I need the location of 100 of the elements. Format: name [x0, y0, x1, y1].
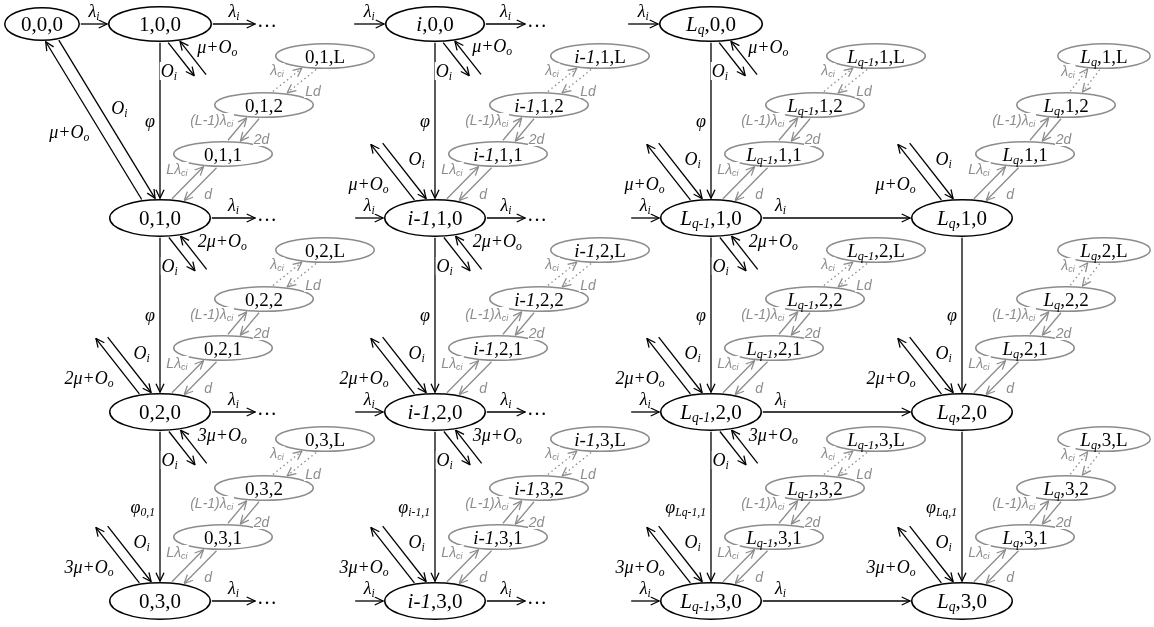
transition-arrow: [734, 550, 769, 585]
transition-arrow: [458, 361, 493, 396]
rate-label: d: [203, 186, 214, 201]
rate-label: 2d: [527, 132, 546, 147]
rate-label: O$_{i}$: [710, 61, 730, 80]
rate-label: (L-1)λ$_{ci}$: [740, 112, 786, 127]
rate-label: 2d: [1054, 132, 1073, 147]
rate-label: λ$_{ci}$: [820, 445, 836, 460]
rate-label: μ+O$_{o}$: [196, 37, 239, 56]
transition-arrow: [443, 236, 471, 272]
transition-arrow: [1041, 312, 1062, 336]
transition-arrow: [547, 261, 578, 287]
state-label: 0,1,1: [204, 144, 242, 164]
transition-arrow: [514, 312, 535, 336]
rate-label: (L-1)λ$_{ci}$: [189, 495, 235, 510]
rate-label: Ld: [855, 467, 873, 482]
transition-arrow: [985, 167, 1020, 202]
rate-label: μ+O$_{o}$: [747, 37, 790, 56]
rate-label: λ$_{ci}$: [544, 445, 560, 460]
state-ellipse: [660, 582, 762, 620]
transition-arrow: [722, 549, 756, 583]
rate-label: λ$_{i}$: [227, 579, 240, 597]
transition-arrow: [458, 167, 493, 202]
rate-label: O$_{i}$: [132, 533, 151, 552]
rate-label: (L-1)λ$_{ci}$: [464, 112, 510, 127]
rate-label: 2d: [803, 132, 822, 147]
rate-label: Ld: [855, 278, 873, 293]
transition-arrow: [646, 143, 691, 201]
state-label: i-1,1,1: [473, 144, 523, 164]
transition-arrow: [502, 117, 523, 141]
state-label: 0,1,0: [139, 207, 181, 229]
rate-label: (L-1)λ$_{ci}$: [991, 306, 1037, 321]
rate-label: O$_{i}$: [159, 61, 179, 80]
rate-label: O$_{i}$: [711, 256, 730, 275]
rate-label: O$_{i}$: [934, 533, 953, 552]
rate-label: λ$_{i}$: [227, 196, 240, 214]
transition-arrow: [107, 525, 152, 583]
transition-arrow: [430, 237, 440, 393]
transition-arrow: [1069, 262, 1089, 286]
transition-arrow: [370, 143, 415, 201]
transition-arrow: [897, 337, 942, 395]
rate-label: Ld: [304, 467, 322, 482]
transition-arrow: [731, 429, 759, 464]
rate-label: d: [478, 186, 489, 201]
rate-label: d: [754, 186, 765, 201]
transition-arrow: [630, 596, 660, 606]
transition-arrow: [353, 19, 385, 29]
transition-arrow: [1069, 68, 1089, 92]
rate-label: O$_{i}$: [160, 450, 179, 469]
transition-arrow: [286, 68, 317, 94]
transition-arrow: [155, 42, 165, 199]
rate-label: λ$_{i}$: [499, 196, 513, 214]
ellipsis: …: [527, 10, 547, 30]
rate-label: Lλ$_{ci}$: [716, 545, 740, 560]
rate-label: λ$_{i}$: [362, 390, 376, 408]
rate-label: 3μ+O$_{o}$: [63, 557, 115, 576]
transition-arrow: [646, 526, 691, 584]
transition-arrow: [1029, 311, 1050, 335]
rate-label: (L-1)λ$_{ci}$: [189, 112, 235, 127]
transition-arrow: [957, 237, 967, 393]
transition-arrow: [909, 525, 954, 583]
transition-arrow: [227, 500, 248, 524]
transition-arrow: [446, 360, 480, 394]
rate-label: 2d: [252, 132, 271, 147]
transition-arrow: [561, 68, 592, 94]
rate-label: 3μ+O$_{o}$: [338, 557, 390, 576]
rate-label: λ$_{ci}$: [820, 62, 836, 77]
transition-arrow: [286, 262, 317, 288]
transition-arrow: [171, 549, 205, 583]
transition-arrow: [45, 41, 143, 201]
rate-label: λ$_{ci}$: [820, 256, 836, 271]
transition-arrow: [706, 237, 716, 393]
state-label: i-1,3,2: [514, 478, 564, 498]
rate-label: λ$_{i}$: [499, 579, 513, 597]
rate-label: λ$_{i}$: [773, 390, 787, 408]
rate-label: λ$_{i}$: [773, 579, 787, 597]
transition-arrow: [837, 262, 868, 288]
rate-label: (L-1)λ$_{ci}$: [740, 306, 786, 321]
transition-arrow: [823, 450, 854, 476]
rate-label: λ$_{i}$: [638, 196, 652, 214]
transition-arrow: [486, 596, 526, 606]
state-label: 0,2,0: [139, 401, 181, 423]
rate-label: 3μ+O$_{o}$: [471, 426, 523, 445]
rate-label: μ+O$_{o}$: [471, 37, 514, 56]
transition-arrow: [155, 431, 165, 582]
transition-arrow: [790, 501, 811, 525]
rate-label: λ$_{i}$: [87, 2, 101, 20]
transition-arrow: [455, 429, 483, 464]
transition-arrow: [212, 19, 256, 29]
rate-label: 2μ+O$_{o}$: [614, 368, 666, 387]
transition-arrow: [272, 67, 303, 93]
state-ellipse: [911, 582, 1013, 620]
transition-arrow: [354, 407, 384, 417]
state-label: L$_{q-1}$,1,0: [680, 207, 742, 229]
rate-label: Lλ$_{ci}$: [440, 356, 464, 371]
rate-label: 2μ+O$_{o}$: [338, 368, 390, 387]
rate-label: O$_{i}$: [683, 344, 702, 363]
rate-label: Lλ$_{ci}$: [716, 162, 740, 177]
rate-label: λ$_{i}$: [773, 196, 787, 214]
transition-arrow: [180, 429, 208, 464]
